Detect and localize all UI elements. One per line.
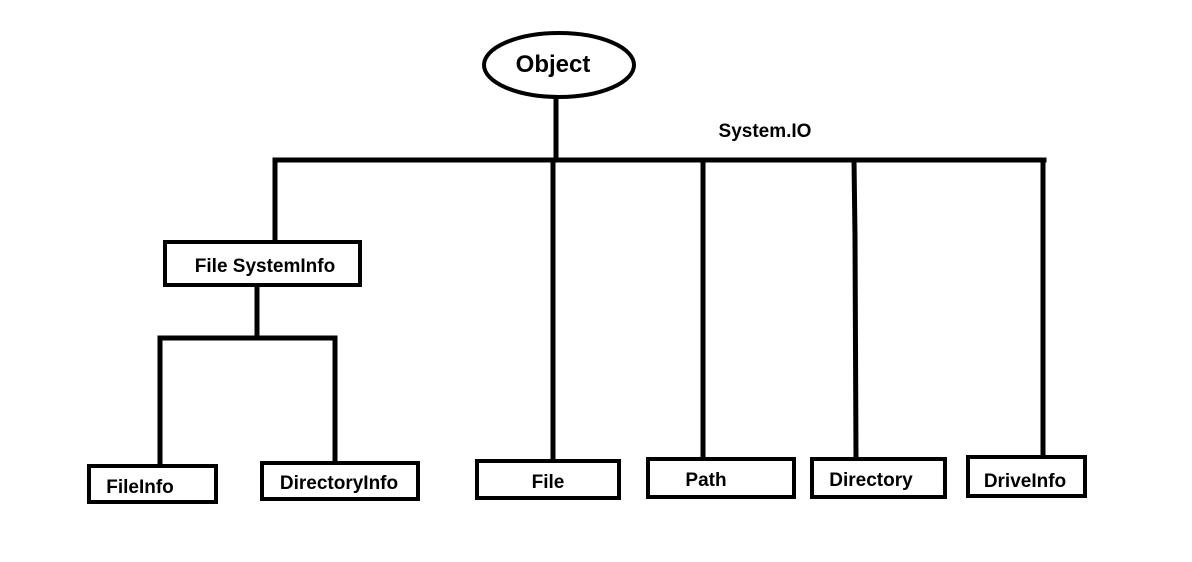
connector-bus-to-directory	[851, 157, 859, 462]
filesysteminfo-label: File SystemInfo	[195, 256, 335, 277]
directory-node: Directory	[810, 457, 947, 499]
connectors	[157, 93, 1047, 469]
path-box	[646, 457, 796, 499]
object-ellipse	[482, 31, 636, 99]
directory-box	[810, 457, 947, 499]
file-box	[475, 459, 621, 500]
directoryinfo-label: DirectoryInfo	[280, 473, 398, 494]
file-label: File	[532, 472, 565, 493]
directoryinfo-node: DirectoryInfo	[260, 461, 420, 501]
path-node: Path	[646, 457, 796, 499]
driveinfo-box	[966, 455, 1087, 498]
fileinfo-box	[87, 464, 218, 504]
fileinfo-label: FileInfo	[106, 477, 174, 498]
directoryinfo-box	[260, 461, 420, 501]
object-label: Object	[516, 51, 591, 78]
fileinfo-node: FileInfo	[87, 464, 218, 504]
namespace-label: System.IO	[719, 121, 812, 142]
directory-label: Directory	[829, 470, 913, 491]
filesysteminfo-box	[163, 240, 362, 287]
path-label: Path	[685, 470, 726, 491]
driveinfo-node: DriveInfo	[966, 455, 1087, 498]
filesysteminfo-node: File SystemInfo	[163, 240, 362, 287]
driveinfo-label: DriveInfo	[984, 471, 1066, 492]
file-node: File	[475, 459, 621, 500]
object-node: Object	[482, 31, 636, 99]
